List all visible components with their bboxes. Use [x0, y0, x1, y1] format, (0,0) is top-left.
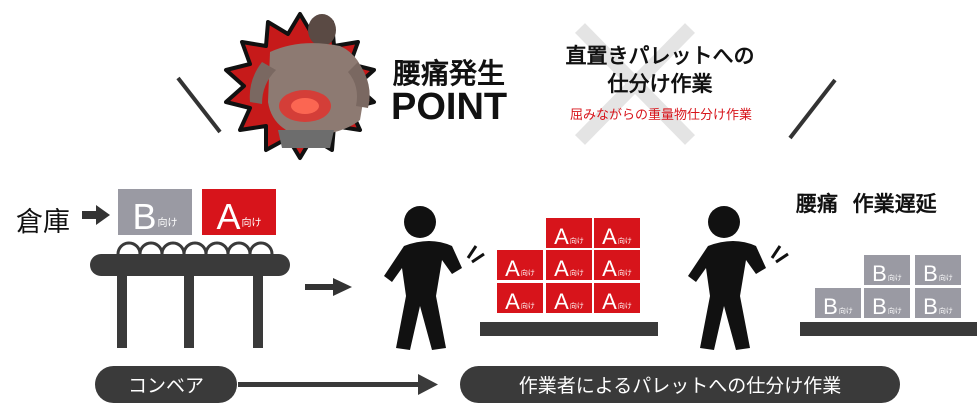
task-note: 屈みながらの重量物仕分け作業: [569, 108, 752, 123]
task-line-1: 直置きパレットへの: [565, 44, 755, 68]
box-a-conveyor: A 向け: [202, 189, 276, 235]
status-label: 腰痛 作業遅延: [796, 192, 937, 216]
arrow-right-icon: [82, 205, 110, 225]
box-b-conveyor: B 向け: [118, 189, 192, 235]
pallet-icon: [800, 322, 977, 336]
back-pain-person: [249, 14, 370, 148]
task-line-2: 仕分け作業: [607, 72, 713, 96]
cross-mark-icon: [575, 23, 695, 145]
conveyor-pill: コンベア: [95, 366, 237, 403]
left-divider-line: [176, 76, 222, 134]
burst-subtitle: POINT: [391, 86, 508, 128]
burst-title: 腰痛発生: [393, 57, 506, 90]
pallet-icon: [480, 322, 658, 336]
worker-pain-icon: [384, 206, 485, 350]
arrow-right-icon: [305, 278, 352, 296]
arrow-right-icon: [238, 374, 438, 395]
conveyor-icon: [90, 241, 290, 348]
warehouse-label: 倉庫: [16, 207, 70, 238]
sorting-pill: 作業者によるパレットへの仕分け作業: [460, 366, 900, 403]
right-divider-line: [788, 78, 837, 140]
worker-pain-icon: [688, 206, 789, 350]
